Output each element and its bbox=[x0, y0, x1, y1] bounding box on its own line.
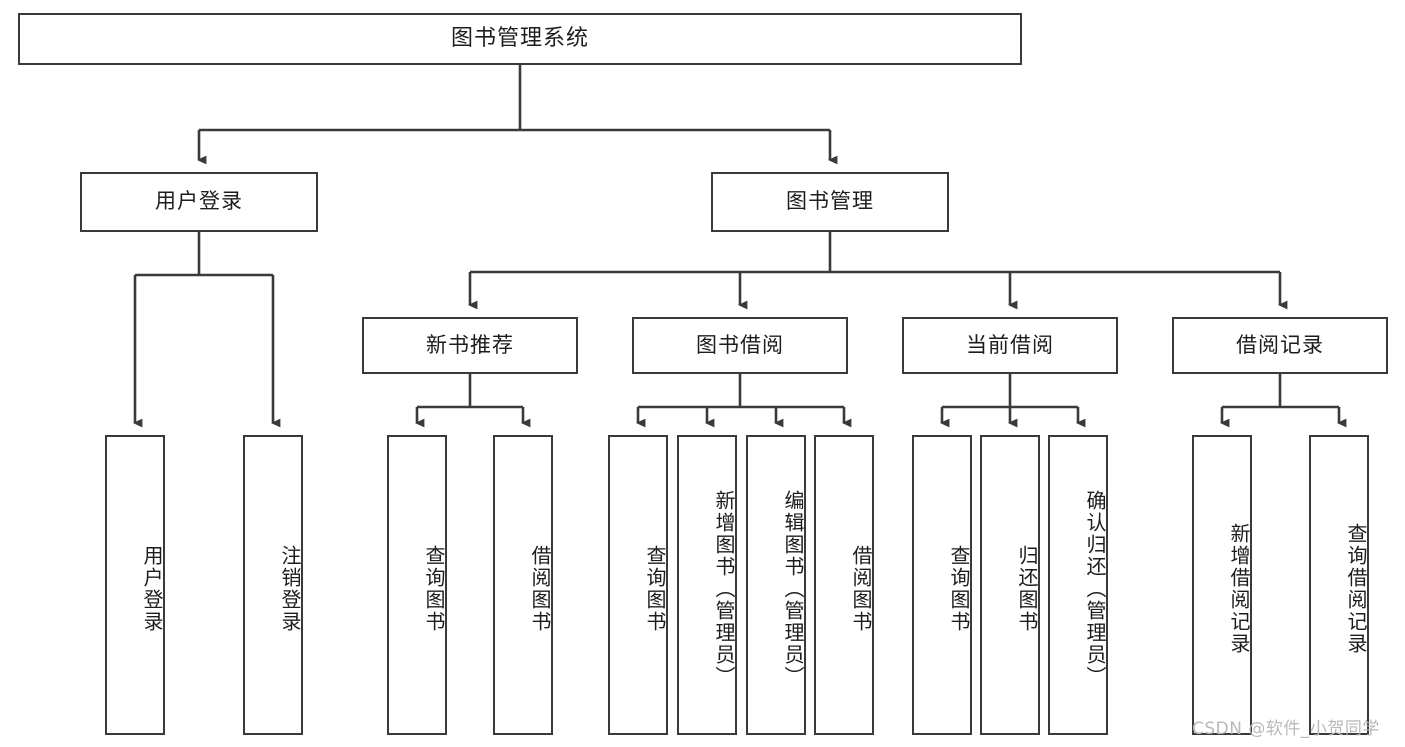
node-book-manage[interactable]: 图书管理 bbox=[711, 172, 949, 232]
leaf-label: 查询图书 bbox=[422, 545, 446, 633]
leaf-book-borrow-borrow[interactable]: 借阅图书 bbox=[814, 435, 874, 735]
leaf-new-book-borrow[interactable]: 借阅图书 bbox=[493, 435, 553, 735]
leaf-label: 用户登录 bbox=[140, 545, 164, 633]
leaf-label: 查询图书 bbox=[643, 545, 667, 633]
leaf-user-login-logout[interactable]: 注销登录 bbox=[243, 435, 303, 735]
leaf-label: 确认归还（管理员） bbox=[1083, 490, 1107, 688]
leaf-book-borrow-add[interactable]: 新增图书（管理员） bbox=[677, 435, 737, 735]
node-new-book-recommend[interactable]: 新书推荐 bbox=[362, 317, 578, 374]
leaf-borrow-record-add[interactable]: 新增借阅记录 bbox=[1192, 435, 1252, 735]
node-user-login[interactable]: 用户登录 bbox=[80, 172, 318, 232]
node-current-borrow[interactable]: 当前借阅 bbox=[902, 317, 1118, 374]
leaf-label: 编辑图书（管理员） bbox=[781, 490, 805, 688]
leaf-label: 借阅图书 bbox=[849, 545, 873, 633]
leaf-user-login-login[interactable]: 用户登录 bbox=[105, 435, 165, 735]
leaf-label: 查询图书 bbox=[947, 545, 971, 633]
node-book-borrow[interactable]: 图书借阅 bbox=[632, 317, 848, 374]
leaf-current-borrow-confirm-return[interactable]: 确认归还（管理员） bbox=[1048, 435, 1108, 735]
leaf-label: 注销登录 bbox=[278, 545, 302, 633]
leaf-label: 新增图书（管理员） bbox=[712, 490, 736, 688]
node-borrow-record[interactable]: 借阅记录 bbox=[1172, 317, 1388, 374]
leaf-book-borrow-query[interactable]: 查询图书 bbox=[608, 435, 668, 735]
leaf-current-borrow-query[interactable]: 查询图书 bbox=[912, 435, 972, 735]
leaf-current-borrow-return[interactable]: 归还图书 bbox=[980, 435, 1040, 735]
node-root-system[interactable]: 图书管理系统 bbox=[18, 13, 1022, 65]
leaf-new-book-query[interactable]: 查询图书 bbox=[387, 435, 447, 735]
watermark-text: CSDN @软件_小贺同学 bbox=[1192, 719, 1380, 739]
leaf-book-borrow-edit[interactable]: 编辑图书（管理员） bbox=[746, 435, 806, 735]
leaf-label: 新增借阅记录 bbox=[1227, 523, 1251, 655]
leaf-borrow-record-query[interactable]: 查询借阅记录 bbox=[1309, 435, 1369, 735]
leaf-label: 归还图书 bbox=[1015, 545, 1039, 633]
leaf-label: 借阅图书 bbox=[528, 545, 552, 633]
leaf-label: 查询借阅记录 bbox=[1344, 523, 1368, 655]
